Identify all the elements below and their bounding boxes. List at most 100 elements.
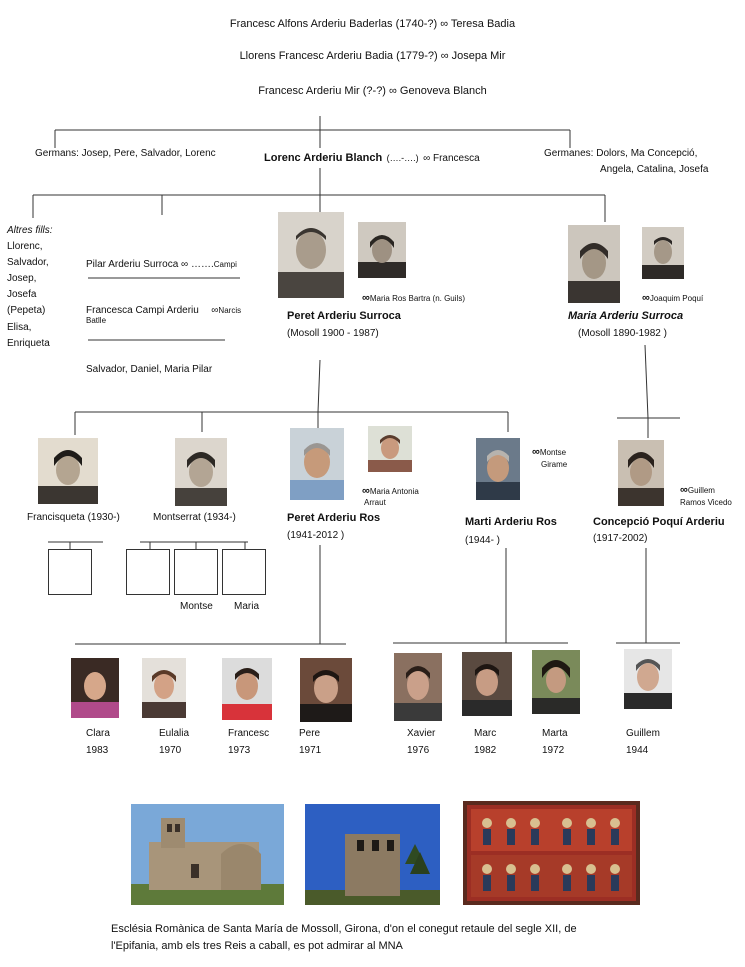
concepcio-name: Concepció Poquí Arderiu bbox=[593, 516, 725, 528]
francesca-spouse2: Batlle bbox=[86, 316, 107, 325]
grandchild-year: 1970 bbox=[159, 745, 182, 756]
photo-peret-ros bbox=[290, 428, 344, 500]
photo-church-belltower bbox=[305, 804, 440, 905]
altres-fill-4: (Pepeta) bbox=[7, 305, 46, 316]
grandchild-year: 1944 bbox=[626, 745, 649, 756]
photo-church-exterior bbox=[131, 804, 284, 905]
germanes-line1: Germanes: Dolors, Ma Concepció, bbox=[544, 148, 698, 159]
maria-surroca-dates: (Mosoll 1890-1982 ) bbox=[578, 328, 667, 339]
grandchild-year: 1972 bbox=[542, 745, 565, 756]
peret-surroca-spouse: ∞Maria Ros Bartra (n. Guils) bbox=[362, 288, 465, 306]
lorenc-name: Lorenc Arderiu Blanch bbox=[264, 152, 383, 164]
lorenc-entry: Lorenc Arderiu Blanch (….-….) ∞ Francesc… bbox=[264, 148, 480, 166]
maria-surroca-name: Maria Arderiu Surroca bbox=[568, 310, 684, 322]
grandchild-year: 1976 bbox=[407, 745, 430, 756]
altres-fill-6: Enriqueta bbox=[7, 338, 50, 349]
marti-dates: (1944- ) bbox=[465, 535, 501, 546]
photo-guillem bbox=[624, 649, 672, 709]
pilar-spouse: Campi bbox=[213, 260, 237, 269]
photo-concepcio bbox=[618, 440, 664, 506]
maria-surroca-spouse-name: Joaquim Poquí bbox=[649, 294, 704, 303]
marti-spouse-symbol: ∞ bbox=[532, 446, 540, 458]
grandchild-year: 1971 bbox=[299, 745, 322, 756]
concepcio-dates: (1917-2002) bbox=[593, 533, 648, 544]
altres-fill-0: Llorenc, bbox=[7, 241, 43, 252]
altres-fill-1: Salvador, bbox=[7, 257, 49, 268]
empty-child-box bbox=[222, 549, 266, 595]
marti-spouse-name2: Girame bbox=[541, 460, 568, 469]
grandchild-name: Marc bbox=[474, 728, 497, 739]
concepcio-spouse-name: Guillem bbox=[687, 486, 715, 495]
salvador-daniel-maria: Salvador, Daniel, Maria Pilar bbox=[86, 364, 213, 375]
photo-peret-surroca bbox=[278, 212, 344, 298]
grandchild-year: 1983 bbox=[86, 745, 109, 756]
empty-child-box bbox=[48, 549, 92, 595]
montse-label: Montse bbox=[180, 601, 213, 612]
marti-spouse: ∞Montse bbox=[532, 442, 566, 460]
peret-surroca-name: Peret Arderiu Surroca bbox=[287, 310, 401, 322]
grandchild-name: Clara bbox=[86, 728, 110, 739]
photo-eulalia bbox=[142, 658, 186, 718]
photo-maria-ros-bartra bbox=[358, 222, 406, 278]
pilar-name: Pilar Arderiu Surroca ∞ ……. bbox=[86, 259, 214, 270]
maria-surroca-spouse-symbol: ∞ bbox=[642, 292, 650, 304]
peret-ros-spouse-symbol: ∞ bbox=[362, 485, 370, 497]
photo-xavier bbox=[394, 653, 442, 721]
peret-ros-dates: (1941-2012 ) bbox=[287, 530, 345, 541]
photo-pere bbox=[300, 658, 352, 722]
grandchild-year: 1982 bbox=[474, 745, 497, 756]
peret-surroca-dates: (Mosoll 1900 - 1987) bbox=[287, 328, 379, 339]
photo-francesc bbox=[222, 658, 272, 720]
francesca-spouse-symbol: ∞ bbox=[211, 305, 219, 316]
lorenc-dates: (….-….) bbox=[386, 153, 419, 163]
peret-ros-spouse-name2: Arraut bbox=[364, 498, 386, 507]
peret-ros-spouse: ∞Maria Antonia bbox=[362, 481, 419, 499]
grandchild-year: 1973 bbox=[228, 745, 251, 756]
grandchild-name: Francesc bbox=[228, 728, 270, 739]
photo-marti-ros bbox=[476, 438, 520, 500]
peret-ros-name: Peret Arderiu Ros bbox=[287, 512, 381, 524]
grandchild-name: Xavier bbox=[407, 728, 436, 739]
concepcio-spouse: ∞Guillem bbox=[680, 480, 715, 498]
photo-joaquim-poqui bbox=[642, 227, 684, 279]
grandchild-name: Guillem bbox=[626, 728, 660, 739]
francesca-entry: Francesca Campi Arderiu ∞Narcis bbox=[86, 300, 241, 318]
empty-child-box bbox=[126, 549, 170, 595]
francesca-name: Francesca Campi Arderiu bbox=[86, 305, 199, 316]
grandchild-name: Pere bbox=[299, 728, 321, 739]
altres-fills-title: Altres fills: bbox=[7, 225, 53, 236]
francesca-spouse: Narcis bbox=[218, 306, 242, 315]
altres-fill-3: Josefa bbox=[7, 289, 37, 300]
photo-marc bbox=[462, 652, 512, 716]
montserrat-label: Montserrat (1934-) bbox=[153, 512, 236, 523]
ancestor-gen1: Francesc Alfons Arderiu Baderlas (1740-?… bbox=[229, 18, 516, 30]
peret-surroca-spouse-name: Maria Ros Bartra (n. Guils) bbox=[369, 294, 465, 303]
photo-maria-antonia-arraut bbox=[368, 426, 412, 472]
photo-maria-surroca bbox=[568, 225, 620, 303]
maria-label: Maria bbox=[234, 601, 260, 612]
concepcio-spouse-symbol: ∞ bbox=[680, 484, 688, 496]
photo-retaule-epifania bbox=[463, 801, 640, 905]
caption-line2: l'Epifania, amb els tres Reis a caball, … bbox=[111, 940, 403, 952]
altres-fill-5: Elisa, bbox=[7, 322, 32, 333]
photo-francisqueta bbox=[38, 438, 98, 504]
grandchild-name: Eulalia bbox=[159, 728, 190, 739]
marti-name: Marti Arderiu Ros bbox=[465, 516, 557, 528]
peret-surroca-spouse-symbol: ∞ bbox=[362, 292, 370, 304]
grandchild-name: Marta bbox=[542, 728, 568, 739]
ancestor-gen3: Francesc Arderiu Mir (?-?) ∞ Genoveva Bl… bbox=[258, 85, 487, 97]
pilar-entry: Pilar Arderiu Surroca ∞ …….Campi bbox=[86, 254, 237, 272]
photo-montserrat bbox=[175, 438, 227, 506]
marti-spouse-name: Montse bbox=[539, 448, 567, 457]
francisqueta-label: Francisqueta (1930-) bbox=[27, 512, 120, 523]
lorenc-spouse: ∞ Francesca bbox=[423, 153, 480, 164]
germans-text: Germans: Josep, Pere, Salvador, Lorenc bbox=[35, 148, 216, 159]
ancestor-gen2: Llorens Francesc Arderiu Badia (1779-?) … bbox=[239, 50, 506, 62]
empty-child-box bbox=[174, 549, 218, 595]
peret-ros-spouse-name: Maria Antonia bbox=[369, 487, 419, 496]
photo-clara bbox=[71, 658, 119, 718]
germanes-line2: Angela, Catalina, Josefa bbox=[600, 164, 709, 175]
photo-marta bbox=[532, 650, 580, 714]
maria-surroca-spouse: ∞Joaquim Poquí bbox=[642, 288, 703, 306]
